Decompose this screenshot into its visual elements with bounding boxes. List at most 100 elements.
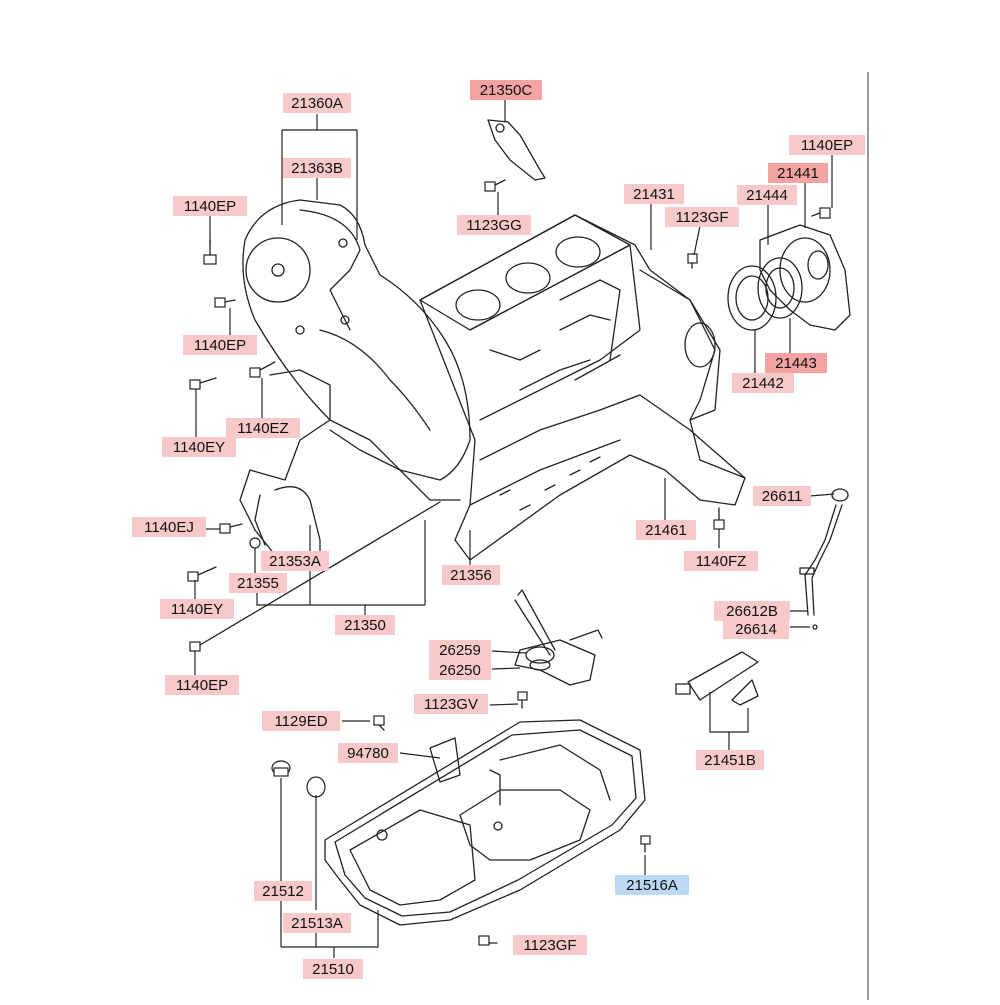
part-label-box <box>183 335 257 355</box>
part-label-text: 21513A <box>291 915 343 932</box>
part-label-box <box>162 437 236 457</box>
bolt-1123GF-b <box>478 935 498 946</box>
part-label-text: 21431 <box>633 186 675 203</box>
bolt-1140FZ <box>713 507 725 530</box>
part-label-1140FZ: 1140FZ <box>684 551 758 571</box>
part-label-text: 94780 <box>347 745 389 762</box>
part-label-21363B: 21363B <box>283 158 351 178</box>
part-label-21350: 21350 <box>335 615 395 635</box>
engine-block-drawing <box>419 214 746 561</box>
part-label-21350C: 21350C <box>470 80 542 100</box>
bolt-1140EJ <box>219 523 243 534</box>
washer-21355 <box>249 537 261 549</box>
part-label-26250: 26250 <box>429 660 491 680</box>
part-label-26259: 26259 <box>429 640 491 660</box>
part-label-box <box>615 875 689 895</box>
fasteners <box>187 179 831 946</box>
part-label-box <box>753 486 811 506</box>
part-label-1140EY: 1140EY <box>160 599 234 619</box>
bolt-1123GF-a <box>687 253 698 269</box>
part-label-26611: 26611 <box>753 486 811 506</box>
part-label-21442: 21442 <box>732 373 794 393</box>
part-label-26612B: 26612B <box>714 601 790 621</box>
part-label-text: 21461 <box>645 522 687 539</box>
part-label-21516A: 21516A <box>615 875 689 895</box>
part-label-text: 1140EP <box>194 337 246 354</box>
bolt-1129ED <box>373 715 385 731</box>
part-label-text: 21350C <box>480 82 533 99</box>
oil-pan-drawing <box>324 719 646 926</box>
bolt-1140EY-a <box>189 377 217 390</box>
part-label-box <box>303 959 363 979</box>
part-label-text: 21442 <box>742 375 784 392</box>
bracket-drawing <box>487 119 546 181</box>
part-label-text: 21350 <box>344 617 386 634</box>
part-label-box <box>283 93 351 113</box>
part-label-box <box>723 619 789 639</box>
part-label-21441: 21441 <box>768 163 828 183</box>
part-label-box <box>665 207 739 227</box>
part-label-1123GG: 1123GG <box>457 215 531 235</box>
leader-lines <box>194 100 835 958</box>
part-label-text: 1140EP <box>176 677 228 694</box>
part-label-text: 1123GG <box>466 217 522 234</box>
part-label-text: 1140EY <box>173 439 225 456</box>
gasket-21513A <box>306 776 326 798</box>
part-label-1140EY: 1140EY <box>162 437 236 457</box>
part-label-text: 21360A <box>291 95 343 112</box>
part-label-1140EP: 1140EP <box>173 196 247 216</box>
part-label-box <box>789 135 865 155</box>
bolt-1140EY-b <box>187 566 217 582</box>
part-label-text: 21516A <box>626 877 678 894</box>
part-label-text: 1123GF <box>523 937 576 954</box>
part-labels: 21360A 21363B 21350C 1140EP 1123GG 21431 1123G… <box>132 80 865 979</box>
part-label-box <box>335 615 395 635</box>
part-label-box <box>338 743 398 763</box>
part-label-box <box>283 913 351 933</box>
oil-screen-drawing <box>514 589 603 686</box>
part-label-text: 1140EJ <box>144 519 194 536</box>
part-label-text: 1140EP <box>184 198 236 215</box>
sealant-tube-drawing <box>675 651 759 706</box>
part-label-21461: 21461 <box>636 520 696 540</box>
part-label-text: 21363B <box>291 160 343 177</box>
part-label-box <box>442 565 500 585</box>
part-label-box <box>262 711 340 731</box>
bolt-1140EP-c <box>214 297 236 308</box>
part-label-text: 1140EZ <box>237 420 288 437</box>
part-label-text: 21444 <box>746 187 788 204</box>
part-label-text: 26614 <box>735 621 777 638</box>
plug-21512 <box>271 760 291 777</box>
part-label-box <box>684 551 758 571</box>
part-label-text: 21443 <box>775 355 817 372</box>
timing-belt-cover-drawing <box>239 199 471 561</box>
part-label-94780: 94780 <box>338 743 398 763</box>
part-label-box <box>737 185 797 205</box>
part-label-box <box>254 881 312 901</box>
part-label-box <box>624 184 684 204</box>
part-label-box <box>414 694 488 714</box>
part-label-text: 21512 <box>262 883 304 900</box>
part-label-box <box>714 601 790 621</box>
part-label-text: 21356 <box>450 567 492 584</box>
part-label-1140EP: 1140EP <box>183 335 257 355</box>
part-label-1129ED: 1129ED <box>262 711 340 731</box>
part-label-text: 1129ED <box>274 713 327 730</box>
part-label-21356: 21356 <box>442 565 500 585</box>
part-label-text: 1140FZ <box>696 553 747 570</box>
part-label-1140EZ: 1140EZ <box>226 418 300 438</box>
part-label-text: 21441 <box>777 165 819 182</box>
part-label-box <box>226 418 300 438</box>
part-label-26614: 26614 <box>723 619 789 639</box>
part-label-text: 26250 <box>439 662 481 679</box>
part-label-box <box>165 675 239 695</box>
part-label-1140EP: 1140EP <box>789 135 865 155</box>
part-label-21444: 21444 <box>737 185 797 205</box>
part-label-text: 1123GV <box>424 696 478 713</box>
part-label-21431: 21431 <box>624 184 684 204</box>
part-label-21353A: 21353A <box>261 551 329 571</box>
part-label-1123GF: 1123GF <box>513 935 587 955</box>
part-label-text: 26611 <box>762 488 803 505</box>
seal-case-drawing <box>727 224 851 331</box>
